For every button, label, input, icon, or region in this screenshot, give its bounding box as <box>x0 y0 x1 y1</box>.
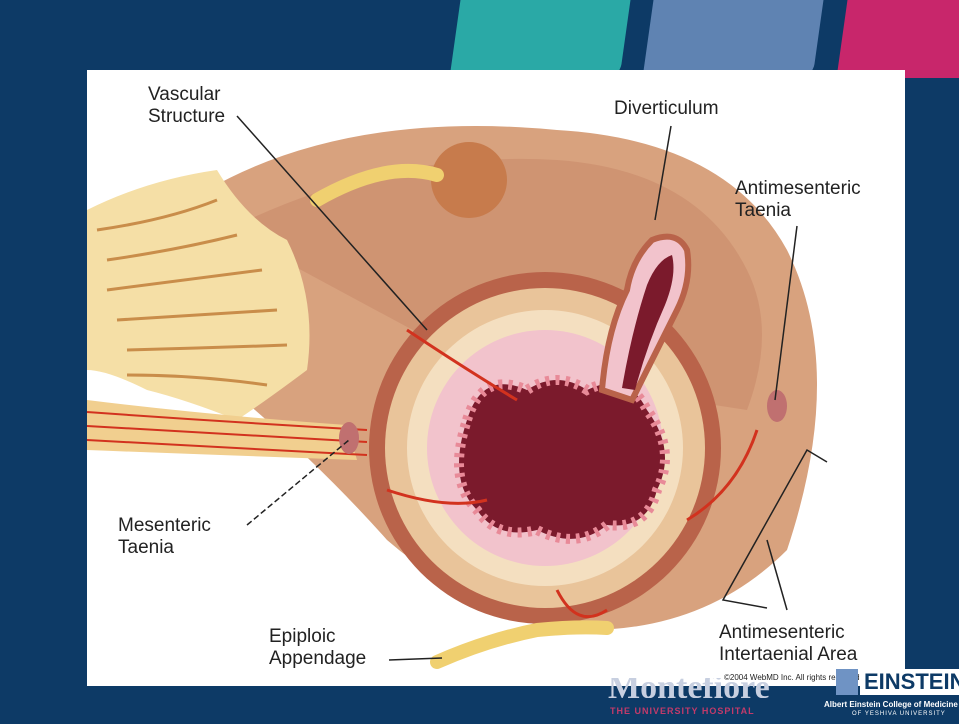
decorative-tab-pink <box>837 0 959 78</box>
label-antimesenteric-taenia: Antimesenteric Taenia <box>735 178 861 222</box>
anatomy-illustration: Vascular Structure Diverticulum Antimese… <box>87 70 905 686</box>
montefiore-tagline: THE UNIVERSITY HOSPITAL <box>610 706 755 716</box>
label-epiploic-appendage: Epiploic Appendage <box>269 626 366 670</box>
label-antimesenteric-intertaenial-area: Antimesenteric Intertaenial Area <box>719 622 857 666</box>
label-vascular-structure: Vascular Structure <box>148 84 225 128</box>
einstein-university-name: OF YESHIVA UNIVERSITY <box>852 711 946 717</box>
montefiore-logo: Montefiore THE UNIVERSITY HOSPITAL <box>608 684 814 722</box>
mesenteric-taenia-band <box>339 422 359 454</box>
einstein-college-name: Albert Einstein College of Medicine <box>824 700 958 709</box>
decorative-tab-blue <box>643 0 824 78</box>
einstein-logo: EINSTEIN Albert Einstein College of Medi… <box>820 664 954 722</box>
epiploic-appendage-bottom <box>437 627 607 662</box>
colon-cross-section-drawing <box>87 70 905 686</box>
epiploic-appendage-top <box>431 142 507 218</box>
lumen <box>459 380 665 539</box>
montefiore-wordmark: Montefiore <box>608 678 770 698</box>
label-mesenteric-taenia: Mesenteric Taenia <box>118 515 211 559</box>
einstein-wordmark: EINSTEIN <box>860 669 959 695</box>
decorative-tab-teal <box>450 0 631 78</box>
antimesenteric-taenia-band <box>767 390 787 422</box>
label-diverticulum: Diverticulum <box>614 98 719 120</box>
einstein-mark-icon <box>836 669 858 695</box>
